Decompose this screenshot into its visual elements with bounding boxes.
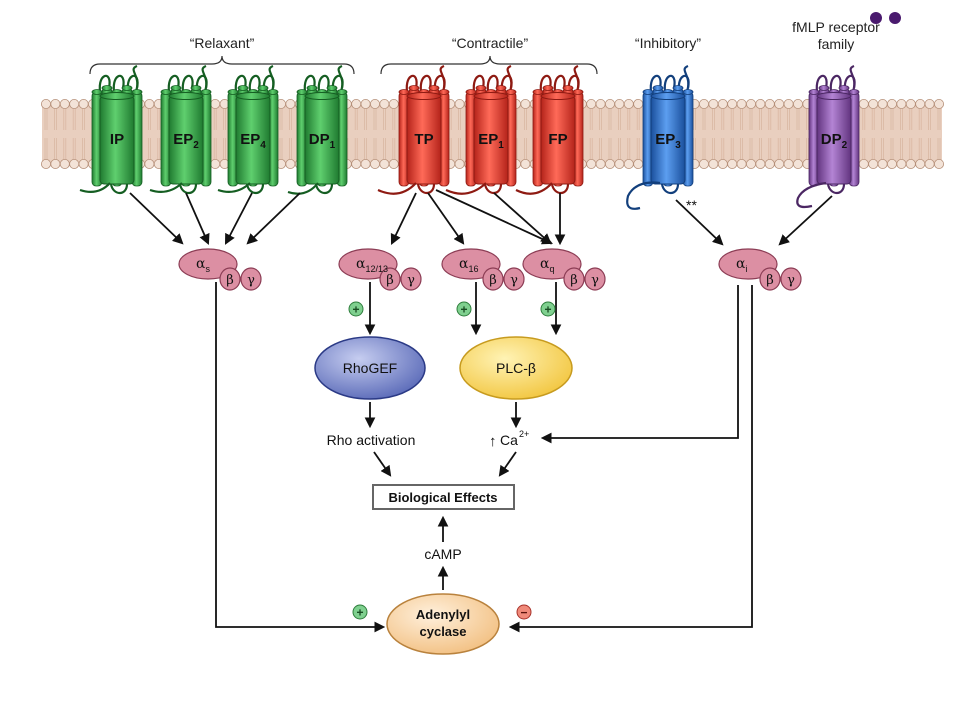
contractile-bracket (380, 55, 598, 75)
svg-text:+: + (460, 303, 467, 317)
svg-text:+: + (544, 303, 551, 317)
relaxant-bracket (89, 55, 355, 75)
receptor-tp: TP (377, 64, 450, 195)
receptor-tp-label: TP (414, 131, 433, 148)
receptor-fp-label: FP (548, 131, 567, 148)
biological-effects-label: Biological Effects (388, 490, 497, 505)
calcium-label: ↑ Ca 2+ (489, 429, 529, 450)
fmlp-label-line2: family (818, 36, 855, 52)
plus-badge-g1213: + (348, 301, 364, 317)
receptor-dp1: DP1 (287, 64, 348, 195)
fmlp-label-line1: fMLP receptor (792, 19, 880, 35)
gprotein-16-gamma-label: γ (510, 273, 518, 288)
gprotein-q-gamma-label: γ (591, 273, 599, 288)
gprotein-1213-alpha-label: α12/13 (356, 256, 388, 274)
gprotein-1213-gamma-label: γ (407, 273, 415, 288)
receptor-ep2-label: EP2 (173, 131, 199, 151)
plus-badge-adenylyl: + (352, 604, 368, 620)
svg-text:−: − (520, 606, 527, 620)
receptor-dp2-label: DP2 (821, 131, 848, 151)
relaxant-label: “Relaxant” (190, 35, 255, 51)
rhogef-node: RhoGEF (314, 336, 426, 400)
gprotein-s-gamma-label: γ (247, 273, 255, 288)
gprotein-s-alpha-label: αs (196, 256, 210, 274)
plus-badge-g16: + (456, 301, 472, 317)
receptor-ip: IP (79, 64, 143, 195)
receptor-ep3-label: EP3 (655, 131, 681, 151)
receptor-ep2: EP2 (149, 64, 212, 195)
receptor-ep4: EP4 (217, 64, 279, 195)
gprotein-i-alpha-label: αi (736, 256, 747, 274)
adenylyl-label-line1: Adenylyl (416, 607, 470, 622)
group-brackets (89, 55, 598, 75)
svg-text:↑: ↑ (489, 433, 497, 450)
receptor-arrows (129, 189, 833, 246)
receptor-fp: FP (515, 64, 584, 195)
gprotein-i-gamma-label: γ (787, 273, 795, 288)
corner-dots-icon (870, 12, 901, 24)
svg-text:+: + (356, 606, 363, 620)
svg-text:Ca: Ca (500, 432, 518, 448)
camp-label: cAMP (424, 546, 461, 562)
receptor-ep4-label: EP4 (240, 131, 266, 151)
biological-effects-box: Biological Effects (372, 484, 515, 510)
adenylyl-label-line2: cyclase (420, 624, 467, 639)
pathway-arrows (215, 282, 753, 633)
gprotein-q-alpha-label: αq (540, 256, 554, 274)
minus-badge-adenylyl: − (516, 604, 532, 620)
svg-text:+: + (352, 303, 359, 317)
gprotein-16-beta-label: β (489, 273, 497, 288)
gprotein-s-beta-label: β (226, 273, 234, 288)
gprotein-i-beta-label: β (766, 273, 774, 288)
receptor-ep1: EP1 (445, 64, 517, 195)
plc-label: PLC-β (496, 360, 536, 376)
gprotein-q-beta-label: β (570, 273, 578, 288)
receptor-ep1-label: EP1 (478, 131, 504, 151)
receptor-dp2: DP2 (796, 64, 860, 209)
plc-node: PLC-β (459, 336, 573, 400)
receptor-dp1-label: DP1 (309, 131, 336, 151)
receptor-ep3: EP3 (626, 64, 694, 210)
rho-activation-label: Rho activation (327, 432, 416, 448)
adenylyl-cyclase-node: Adenylyl cyclase (386, 593, 500, 655)
rhogef-label: RhoGEF (343, 360, 397, 376)
contractile-label: “Contractile” (452, 35, 529, 51)
double-star-annotation: ** (686, 197, 697, 213)
svg-text:2+: 2+ (519, 429, 529, 439)
gprotein-16-alpha-label: α16 (459, 256, 478, 274)
plus-badge-gq: + (540, 301, 556, 317)
receptor-ip-label: IP (110, 131, 124, 148)
inhibitory-label: “Inhibitory” (635, 35, 701, 51)
gprotein-1213-beta-label: β (386, 273, 394, 288)
